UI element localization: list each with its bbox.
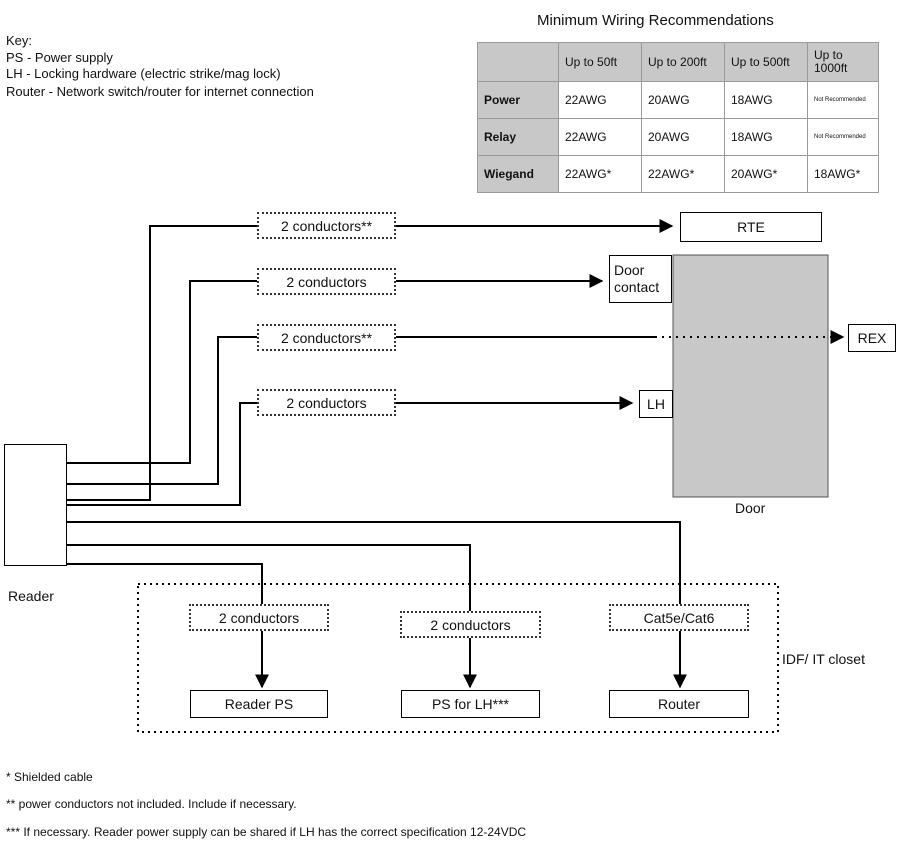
reader-label: Reader: [8, 588, 54, 604]
table-cell: 18AWG: [724, 81, 808, 119]
table-cell: 20AWG: [641, 118, 725, 156]
wire-router: [66, 521, 687, 689]
table-header-corner: [477, 42, 559, 82]
key-line-router: Router - Network switch/router for inter…: [6, 84, 314, 99]
table-header-200ft: Up to 200ft: [641, 42, 725, 82]
key-title: Key:: [6, 33, 33, 48]
table-cell: 22AWG: [558, 81, 642, 119]
rte-box: RTE: [680, 212, 822, 242]
cable-label-ps-for-lh: 2 conductors: [400, 611, 541, 638]
idf-closet-label: IDF/ IT closet: [782, 651, 865, 667]
lh-box: LH: [639, 390, 673, 418]
row-label-power: Power: [477, 81, 559, 119]
cable-label-router: Cat5e/Cat6: [609, 604, 749, 631]
key-line-ps: PS - Power supply: [6, 50, 113, 65]
table-cell: 22AWG*: [641, 155, 725, 193]
table-row: Power 22AWG 20AWG 18AWG Not Recommended: [477, 81, 879, 119]
cable-label-rte: 2 conductors**: [257, 212, 396, 239]
wire-ps-for-lh: [66, 544, 477, 689]
wire-door-contact: [66, 274, 604, 464]
table-cell: 20AWG*: [724, 155, 808, 193]
wire-rte: [66, 219, 674, 501]
idf-closet-outline: [137, 583, 779, 733]
table-cell: Not Recommended: [807, 118, 879, 156]
table-row: Wiegand 22AWG* 22AWG* 20AWG* 18AWG*: [477, 155, 879, 193]
cable-label-rex: 2 conductors**: [257, 324, 396, 351]
key-line-lh: LH - Locking hardware (electric strike/m…: [6, 66, 281, 81]
table-cell: 18AWG*: [807, 155, 879, 193]
table-header-row: Up to 50ft Up to 200ft Up to 500ft Up to…: [477, 42, 879, 82]
door-contact-box: Door contact: [609, 255, 672, 303]
wire-reader-ps: [66, 563, 269, 689]
footnote-power-conductors: ** power conductors not included. Includ…: [6, 797, 297, 811]
wiring-table: Up to 50ft Up to 200ft Up to 500ft Up to…: [477, 42, 879, 193]
table-title: Minimum Wiring Recommendations: [537, 12, 774, 29]
footnote-power-supply: *** If necessary. Reader power supply ca…: [6, 825, 527, 839]
reader-ps-box: Reader PS: [190, 690, 328, 718]
cable-label-reader-ps: 2 conductors: [189, 604, 329, 631]
rex-box: REX: [848, 324, 896, 352]
cable-label-door-contact: 2 conductors: [257, 268, 396, 295]
wire-rex: [66, 336, 655, 485]
table-header-50ft: Up to 50ft: [558, 42, 642, 82]
table-cell: 18AWG: [724, 118, 808, 156]
cable-label-lh: 2 conductors: [257, 389, 396, 416]
table-cell: 20AWG: [641, 81, 725, 119]
footnote-shielded: * Shielded cable: [6, 770, 93, 784]
door-label: Door: [735, 500, 766, 516]
router-box: Router: [609, 690, 749, 718]
table-cell: Not Recommended: [807, 81, 879, 119]
table-header-500ft: Up to 500ft: [724, 42, 808, 82]
reader-box: [4, 444, 67, 566]
ps-for-lh-box: PS for LH***: [401, 690, 540, 718]
row-label-relay: Relay: [477, 118, 559, 156]
table-cell: 22AWG*: [558, 155, 642, 193]
wire-lh: [66, 396, 634, 506]
table-header-1000ft: Up to 1000ft: [807, 42, 879, 82]
door-block: [672, 254, 829, 498]
row-label-wiegand: Wiegand: [477, 155, 559, 193]
